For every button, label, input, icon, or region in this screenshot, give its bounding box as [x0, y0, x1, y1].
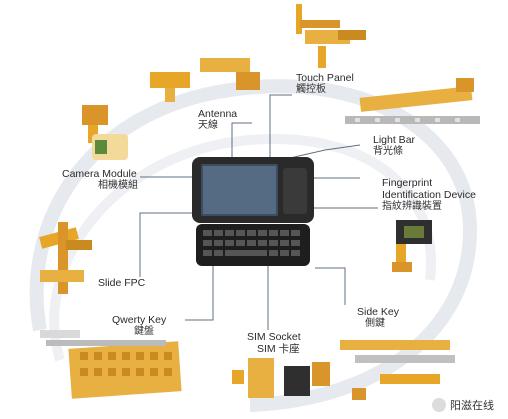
fpc-sim-socket — [232, 358, 330, 398]
fpc-antenna — [150, 58, 260, 102]
label-sim-socket: SIM Socket SIM 卡座 — [247, 331, 301, 355]
qwerty-key-en: Qwerty Key — [112, 314, 167, 326]
fpc-light-bar — [345, 78, 480, 124]
light-bar-zh: 背光條 — [373, 146, 403, 157]
fpc-qwerty-key — [40, 330, 182, 399]
qwerty-key-zh: 鍵盤 — [134, 326, 154, 337]
side-key-en: Side Key — [357, 306, 400, 318]
fpc-fingerprint — [392, 220, 432, 272]
watermark: 阳滋在线 — [432, 397, 494, 413]
label-qwerty-key: Qwerty Key 鍵盤 — [112, 314, 166, 338]
sim-socket-en: SIM Socket — [247, 331, 301, 343]
sim-socket-zh: SIM 卡座 — [257, 343, 300, 355]
fingerprint-en-1: Fingerprint — [382, 177, 433, 189]
fpc-touch-panel — [296, 4, 366, 68]
fingerprint-zh: 指紋辨識裝置 — [382, 201, 442, 212]
label-touch-panel: Touch Panel 觸控板 — [296, 72, 354, 96]
fpc-slide — [39, 222, 92, 294]
wechat-icon — [432, 398, 446, 412]
touch-panel-zh: 觸控板 — [296, 84, 326, 95]
connector-lines — [139, 94, 378, 330]
fpc-camera-module — [82, 105, 128, 160]
camera-module-en: Camera Module — [62, 168, 137, 180]
camera-module-zh: 相機模組 — [98, 180, 138, 191]
watermark-text: 阳滋在线 — [450, 400, 494, 412]
phone-image — [192, 157, 314, 266]
antenna-en: Antenna — [198, 108, 238, 120]
label-fingerprint: Fingerprint Identification Device 指紋辨識裝置 — [382, 177, 476, 213]
fpc-side-key — [340, 340, 455, 400]
side-key-zh: 側鍵 — [365, 318, 385, 329]
label-antenna: Antenna 天線 — [198, 108, 237, 132]
slide-fpc-en: Slide FPC — [98, 277, 146, 289]
antenna-zh: 天線 — [198, 120, 218, 131]
label-slide-fpc: Slide FPC — [98, 277, 145, 289]
label-light-bar: Light Bar 背光條 — [373, 134, 415, 158]
touch-panel-en: Touch Panel — [296, 72, 354, 84]
fingerprint-en-2: Identification Device — [382, 189, 476, 201]
light-bar-en: Light Bar — [373, 134, 416, 146]
label-camera-module: Camera Module 相機模組 — [62, 168, 138, 192]
label-side-key: Side Key 側鍵 — [357, 306, 399, 330]
